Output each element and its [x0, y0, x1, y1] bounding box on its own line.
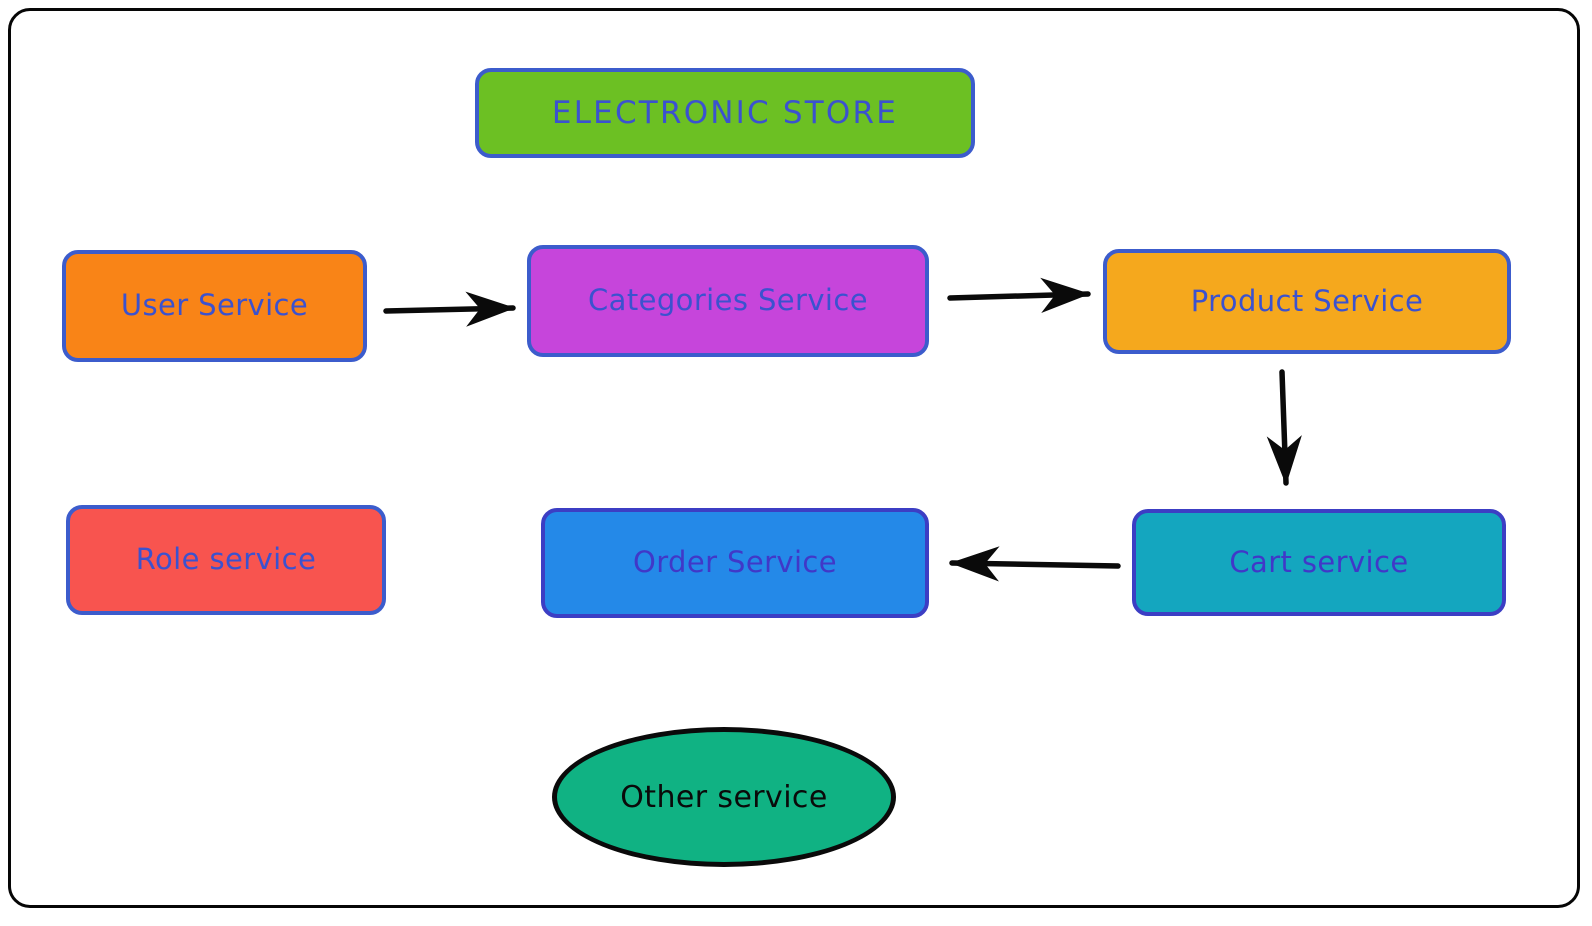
node-product-service[interactable]: Product Service [1103, 249, 1511, 354]
node-cart-service-label: Cart service [1229, 544, 1409, 579]
node-cart-service[interactable]: Cart service [1132, 509, 1506, 616]
node-role-service-label: Role service [135, 542, 317, 577]
node-other-service-label: Other service [620, 779, 828, 815]
node-order-service-label: Order Service [632, 545, 837, 580]
node-user-service[interactable]: User Service [62, 250, 367, 362]
node-user-service-label: User Service [120, 288, 309, 323]
node-categories-service[interactable]: Categories Service [527, 245, 929, 357]
node-other-service[interactable]: Other service [552, 727, 896, 867]
node-product-service-label: Product Service [1190, 283, 1424, 318]
node-categories-service-label: Categories Service [588, 283, 868, 318]
node-electronic-store-label: ELECTRONIC STORE [551, 94, 899, 131]
node-order-service[interactable]: Order Service [541, 508, 929, 618]
node-electronic-store[interactable]: ELECTRONIC STORE [475, 68, 975, 158]
node-role-service[interactable]: Role service [66, 505, 386, 615]
